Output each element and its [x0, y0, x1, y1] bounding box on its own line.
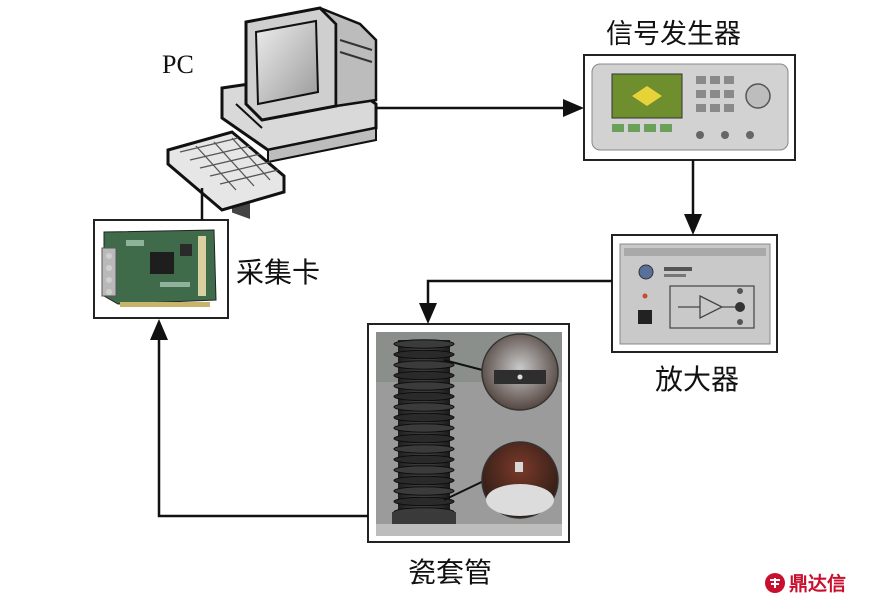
pc-label: PC [162, 50, 194, 79]
bushing-shed [393, 444, 455, 454]
signal-generator-box [583, 54, 796, 161]
bushing-shed [393, 454, 455, 465]
brand-logo-icon [765, 572, 785, 593]
watermark-text: 鼎达信 [789, 573, 847, 595]
acquisition-card-box [93, 219, 229, 319]
bushing-shed [393, 475, 455, 486]
bushing-shed [393, 349, 455, 360]
signal-generator-label: 信号发生器 [606, 19, 741, 50]
bushing-shed [393, 496, 455, 507]
arrow-to-amplifier [684, 214, 702, 235]
arrow-to-signal-generator [563, 99, 584, 117]
watermark: 鼎达信 [764, 569, 846, 596]
bushing-shed [393, 412, 455, 423]
arrow-to-acquisition-card [150, 319, 168, 340]
arrow-to-bushing [419, 303, 437, 324]
bushing-shed [393, 465, 455, 475]
bushing-shed [393, 360, 455, 370]
bushing-shed [393, 433, 455, 444]
connector-lines [157, 106, 695, 518]
bushing-shed [393, 423, 455, 433]
bushing-sheds [393, 339, 455, 517]
arrowheads [150, 99, 702, 340]
porcelain-bushing-box [367, 323, 570, 543]
bushing-shed [393, 339, 455, 349]
bushing-shed [393, 402, 455, 412]
amplifier-label: 放大器 [655, 363, 740, 396]
bushing-label: 瓷套管 [408, 556, 493, 589]
amplifier-box [611, 234, 778, 353]
bushing-shed [393, 486, 455, 496]
pc-computer-icon [166, 6, 378, 219]
bushing-shed [393, 391, 455, 402]
acquisition-card-label: 采集卡 [236, 256, 321, 289]
bushing-shed [393, 370, 455, 381]
bushing-shed [393, 381, 455, 391]
